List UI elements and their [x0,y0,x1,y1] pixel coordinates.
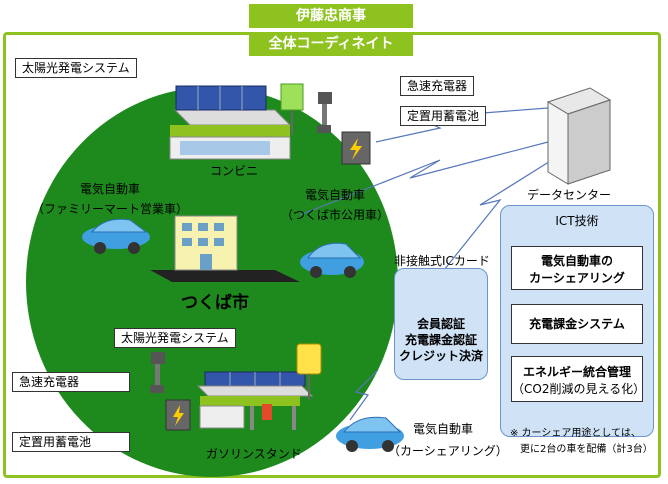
signal-line-share-car [349,369,379,421]
gas-signboard [296,343,322,400]
ev-family-label-line2: （ファミリーマート営業車） [31,202,188,216]
ic-card-line2: 充電課金認証 [404,333,477,347]
ict-energy-line2: （CO2削減の見える化） [512,382,646,396]
ic-card-title: 非接触式ICカード [394,254,490,268]
ict-technology-panel: ICT技術 電気自動車の カーシェアリング 充電課金システム エネルギー統合管理… [500,205,654,437]
city-hall-building [150,215,300,282]
data-center-label: データセンター [527,188,612,202]
battery-top-label: 定置用蓄電池 [400,106,487,126]
store-signboard [280,83,304,135]
ev-share-label-line1: 電気自動車 [412,422,473,436]
fast-charger-top-icon [317,92,332,133]
fast-charger-top-label: 急速充電器 [400,76,475,96]
ict-car-sharing-line2: カーシェアリング [529,271,625,285]
city-label: つくば市 [181,293,249,313]
company-banner: 伊藤忠商事 [249,4,413,28]
fast-charger-bottom-label: 急速充電器 [12,372,130,392]
note-line1: ※ カーシェア用途としては、 [510,428,641,439]
ic-card-panel: 会員認証 充電課金認証 クレジット決済 [394,268,488,380]
ev-share-label-line2: （カーシェアリング） [388,444,508,458]
ev-tsukuba-label-line1: 電気自動車 [304,188,365,202]
note-line2: 更に2台の車を配備（計3台） [520,444,653,455]
ict-billing-box: 充電課金システム [511,304,643,344]
battery-top-icon [341,131,371,165]
gas-station-label: ガソリンスタンド [206,447,302,461]
ic-card-line3: クレジット決済 [398,349,483,363]
ev-family-label-line1: 電気自動車 [79,182,140,196]
ev-share-car-icon [336,416,404,452]
ev-tsukuba-label-line2: （つくば市公用車） [280,208,389,222]
ict-car-sharing-box: 電気自動車の カーシェアリング [511,246,643,290]
ict-energy-box: エネルギー統合管理 （CO2削減の見える化） [511,356,646,402]
battery-bottom-label: 定置用蓄電池 [12,432,130,452]
battery-bottom-icon [165,399,191,431]
solar-system-top-label: 太陽光発電システム [15,58,137,78]
coordination-banner: 全体コーディネイト [249,32,413,56]
ict-energy-line1: エネルギー統合管理 [522,365,631,379]
ic-card-line1: 会員認証 [416,317,465,331]
convenience-store-building [169,85,292,160]
solar-system-bottom-label: 太陽光発電システム [114,328,236,348]
signal-line-tsukuba-car [299,141,549,216]
ev-family-car-icon [82,218,150,254]
fast-charger-bottom-icon [150,352,165,393]
convenience-store-label: コンビニ [210,164,259,178]
data-center-server-icon [546,87,612,185]
ict-title: ICT技術 [555,214,599,228]
signal-line-ic-card [439,154,561,276]
ict-car-sharing-line1: 電気自動車の [540,254,613,268]
ev-tsukuba-car-icon [300,242,364,278]
gas-station-building [196,371,314,430]
